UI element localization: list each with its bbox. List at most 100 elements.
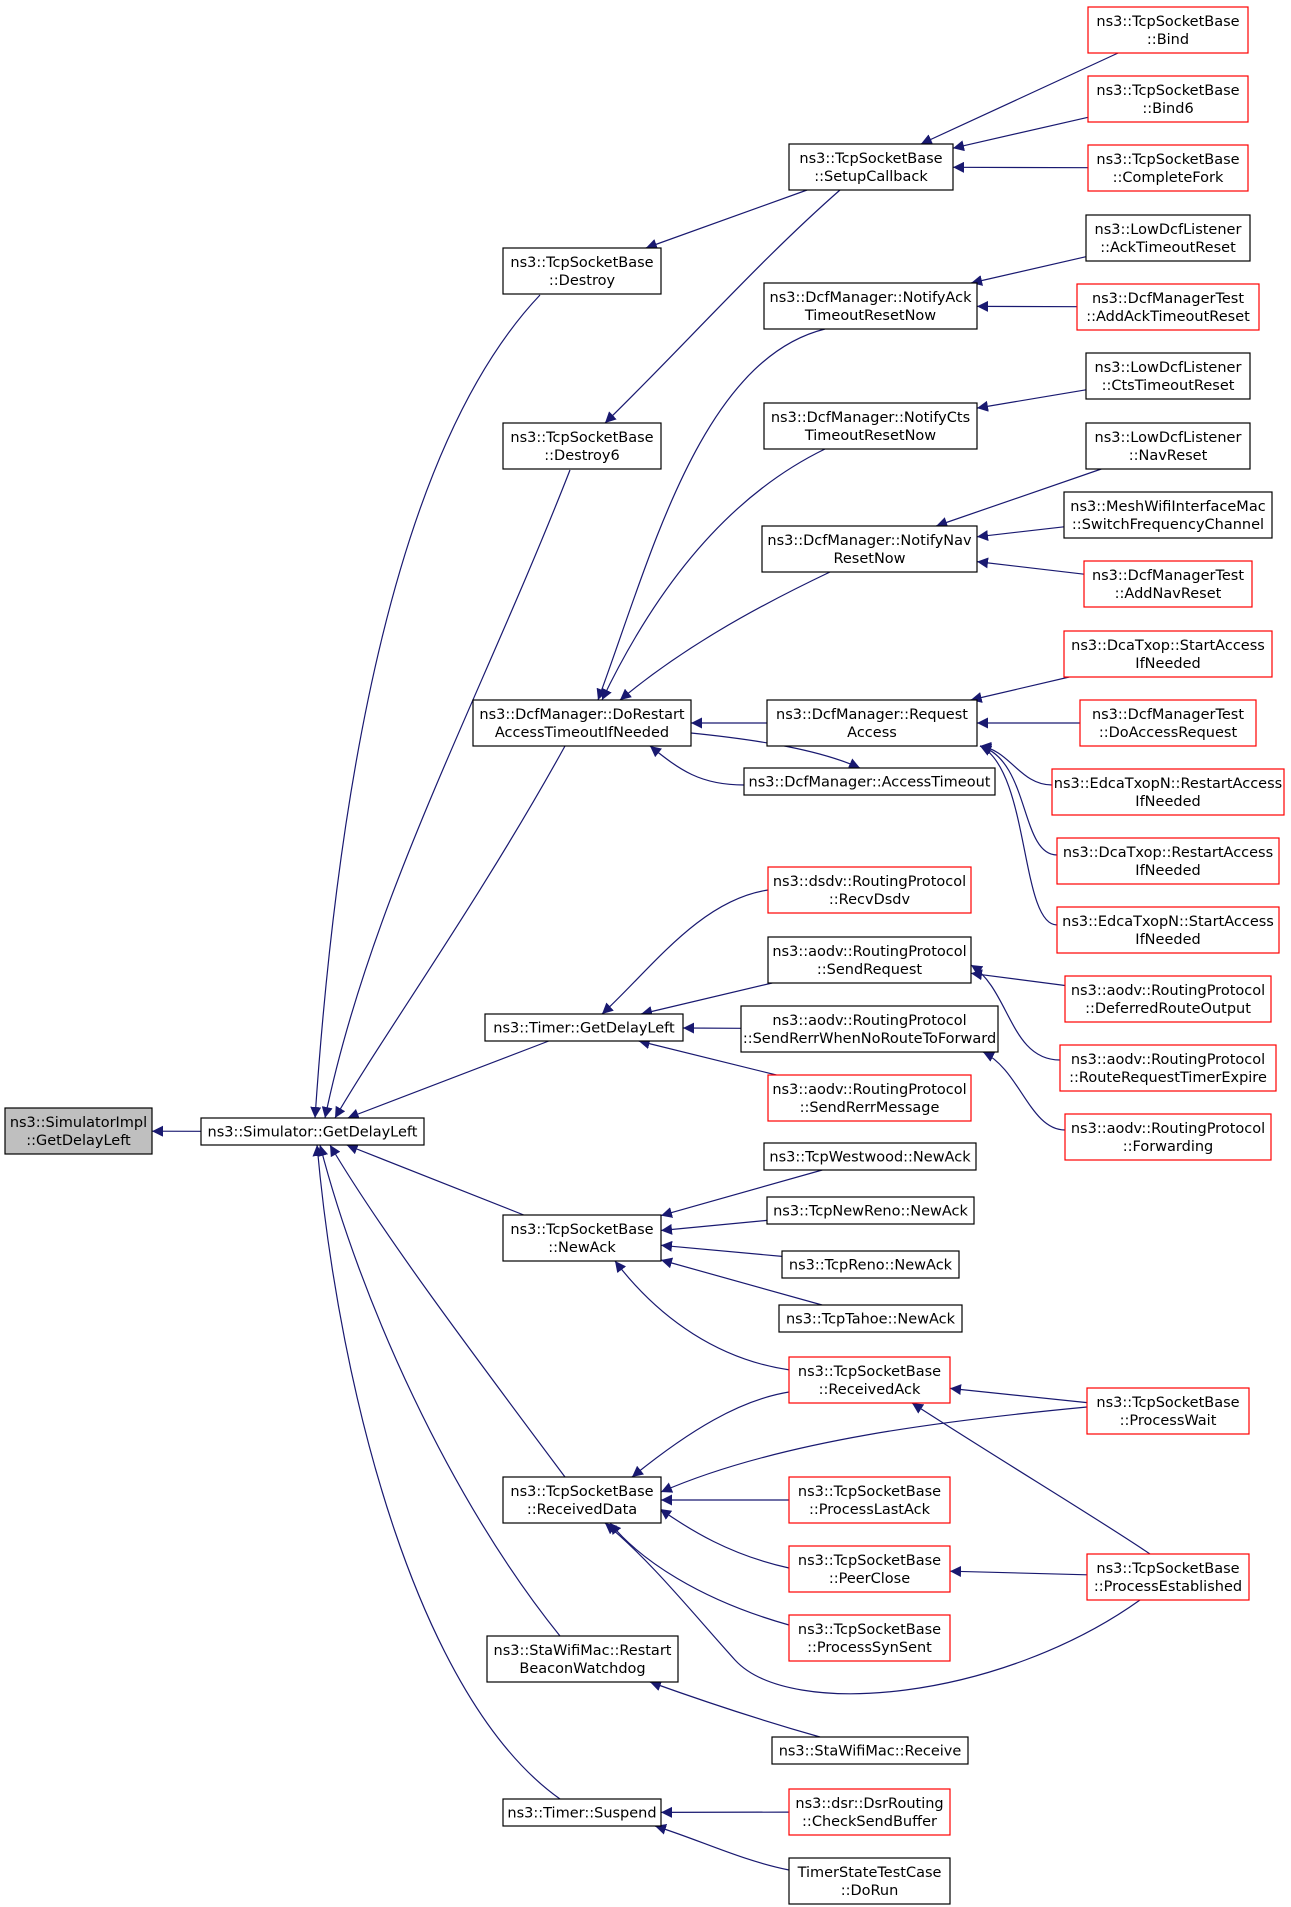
- node-label: ::ReceivedAck: [819, 1382, 921, 1398]
- node-box: [1086, 1553, 1250, 1601]
- node-label: IfNeeded: [1135, 656, 1200, 672]
- node-box: [1056, 906, 1280, 954]
- graph-node-ns3-dcfmanager-notifyack-timeoutresetnow[interactable]: ns3::DcfManager::NotifyAckTimeoutResetNo…: [763, 282, 978, 330]
- node-label: ns3::DcfManagerTest: [1092, 707, 1244, 723]
- call-edge-n49-to-n24: [911, 1402, 1151, 1555]
- node-box: [1085, 214, 1251, 262]
- call-edge-n11-to-n4: [596, 328, 826, 701]
- graph-node-ns3-tcpsocketbase-completefork[interactable]: ns3::TcpSocketBase::CompleteFork: [1087, 144, 1249, 192]
- graph-node-ns3-tcpsocketbase-bind6[interactable]: ns3::TcpSocketBase::Bind6: [1087, 75, 1249, 123]
- call-edge-n24-to-n6: [614, 1260, 791, 1371]
- graph-node-ns3-meshwifiinterfacemac-switchfrequencychannel[interactable]: ns3::MeshWifiInterfaceMac::SwitchFrequen…: [1063, 491, 1273, 539]
- graph-node-ns3-timer-suspend[interactable]: ns3::Timer::Suspend: [502, 1798, 662, 1827]
- graph-node-ns3-dcfmanager-dorestart-accesstimeoutifneeded[interactable]: ns3::DcfManager::DoRestartAccessTimeoutI…: [472, 699, 692, 747]
- node-box: [1064, 975, 1272, 1023]
- node-label: ns3::LowDcfListener: [1095, 222, 1242, 238]
- node-label: ::NewAck: [548, 1240, 616, 1256]
- graph-node-ns3-dcfmanagertest-doaccessrequest[interactable]: ns3::DcfManagerTest::DoAccessRequest: [1079, 699, 1257, 747]
- node-label: ns3::StaWifiMac::Restart: [494, 1643, 672, 1659]
- node-label: ns3::TcpSocketBase: [510, 430, 653, 446]
- graph-node-ns3-tcpsocketbase-setupcallback[interactable]: ns3::TcpSocketBase::SetupCallback: [788, 143, 954, 191]
- node-box: [1063, 630, 1273, 678]
- node-label: ns3::Timer::Suspend: [507, 1806, 656, 1822]
- graph-node-ns3-lowdcflistener-acktimeoutreset[interactable]: ns3::LowDcfListener::AckTimeoutReset: [1085, 214, 1251, 262]
- graph-node-ns3-lowdcflistener-navreset[interactable]: ns3::LowDcfListener::NavReset: [1085, 422, 1251, 470]
- node-label: ::ReceivedData: [527, 1502, 637, 1518]
- graph-node-ns3-dsr-dsrrouting-checksendbuffer[interactable]: ns3::dsr::DsrRouting::CheckSendBuffer: [788, 1788, 951, 1836]
- call-edge-n48-to-n7: [660, 1406, 1088, 1493]
- node-box: [1056, 837, 1280, 885]
- call-edge-n28-to-n8: [649, 1680, 821, 1738]
- graph-node-ns3-tcpsocketbase-processestablished[interactable]: ns3::TcpSocketBase::ProcessEstablished: [1086, 1553, 1250, 1601]
- graph-node-ns3-simulator-getdelayleft[interactable]: ns3::Simulator::GetDelayLeft: [200, 1117, 425, 1146]
- call-edge-n10-to-n3: [604, 189, 841, 424]
- graph-node-ns3-tcpnewreno-newack[interactable]: ns3::TcpNewReno::NewAck: [766, 1196, 975, 1225]
- graph-node-ns3-tcpsocketbase-peerclose[interactable]: ns3::TcpSocketBase::PeerClose: [788, 1545, 951, 1593]
- node-box: [1085, 422, 1251, 470]
- graph-node-ns3-stawifimac-receive[interactable]: ns3::StaWifiMac::Receive: [771, 1736, 969, 1765]
- graph-node-ns3-aodv-routingprotocol-sendrequest[interactable]: ns3::aodv::RoutingProtocol::SendRequest: [767, 936, 972, 984]
- node-box: [486, 1635, 679, 1683]
- graph-node-ns3-lowdcflistener-ctstimeoutreset[interactable]: ns3::LowDcfListener::CtsTimeoutReset: [1085, 352, 1251, 400]
- node-label: ns3::DcfManager::AccessTimeout: [749, 775, 991, 791]
- graph-node-ns3-dcfmanager-notifycts-timeoutresetnow[interactable]: ns3::DcfManager::NotifyCtsTimeoutResetNo…: [763, 402, 978, 450]
- graph-node-ns3-tcpwestwood-newack[interactable]: ns3::TcpWestwood::NewAck: [763, 1142, 977, 1171]
- node-label: ::CheckSendBuffer: [802, 1814, 937, 1830]
- node-box: [484, 1013, 684, 1042]
- edges: [151, 52, 1151, 1871]
- node-label: ns3::aodv::RoutingProtocol: [1071, 983, 1265, 999]
- node-box: [4, 1107, 153, 1155]
- node-box: [502, 1214, 662, 1262]
- graph-node-ns3-dcfmanagertest-addacktimeoutreset[interactable]: ns3::DcfManagerTest::AddAckTimeoutReset: [1076, 283, 1260, 331]
- node-label: IfNeeded: [1135, 863, 1200, 879]
- node-box: [502, 247, 662, 295]
- graph-node-ns3-tcpsocketbase-bind[interactable]: ns3::TcpSocketBase::Bind: [1087, 6, 1249, 54]
- graph-node-ns3-dcfmanagertest-addnavreset[interactable]: ns3::DcfManagerTest::AddNavReset: [1083, 560, 1253, 608]
- node-label: ::ProcessEstablished: [1094, 1579, 1242, 1595]
- graph-node-ns3-aodv-routingprotocol-sendrerrmessage[interactable]: ns3::aodv::RoutingProtocol::SendRerrMess…: [767, 1074, 972, 1122]
- node-label: ns3::StaWifiMac::Receive: [779, 1744, 962, 1760]
- node-label: ns3::TcpSocketBase: [510, 255, 653, 271]
- node-label: TimerStateTestCase: [797, 1865, 942, 1881]
- graph-node-ns3-tcpsocketbase-processsynsent[interactable]: ns3::TcpSocketBase::ProcessSynSent: [788, 1614, 951, 1662]
- graph-node-timerstatetestcase-dorun[interactable]: TimerStateTestCase::DoRun: [788, 1857, 951, 1905]
- node-label: ::DeferredRouteOutput: [1085, 1001, 1251, 1017]
- node-label: ns3::TcpSocketBase: [798, 1622, 941, 1638]
- graph-node-ns3-timer-getdelayleft[interactable]: ns3::Timer::GetDelayLeft: [484, 1013, 684, 1042]
- graph-node-ns3-tcpsocketbase-destroy[interactable]: ns3::TcpSocketBase::Destroy: [502, 247, 662, 295]
- graph-node-ns3-tcpreno-newack[interactable]: ns3::TcpReno::NewAck: [781, 1250, 960, 1279]
- node-label: ::Destroy6: [544, 448, 619, 464]
- node-label: ns3::Simulator::GetDelayLeft: [208, 1125, 418, 1141]
- graph-node-ns3-dcfmanager-accesstimeout[interactable]: ns3::DcfManager::AccessTimeout: [743, 767, 996, 796]
- call-edge-n31-to-n10: [920, 52, 1119, 145]
- graph-node-ns3-tcpsocketbase-destroy6[interactable]: ns3::TcpSocketBase::Destroy6: [502, 422, 662, 470]
- node-label: ResetNow: [833, 551, 905, 567]
- graph-node-ns3-tcptahoe-newack[interactable]: ns3::TcpTahoe::NewAck: [778, 1304, 963, 1333]
- call-edge-n27-to-n7: [609, 1522, 790, 1626]
- node-box: [1087, 75, 1249, 123]
- graph-node-ns3-aodv-routingprotocol-deferredrouteoutput[interactable]: ns3::aodv::RoutingProtocol::DeferredRout…: [1064, 975, 1272, 1023]
- graph-node-ns3-aodv-routingprotocol-forwarding[interactable]: ns3::aodv::RoutingProtocol::Forwarding: [1064, 1113, 1272, 1161]
- graph-node-ns3-tcpsocketbase-receivedack[interactable]: ns3::TcpSocketBase::ReceivedAck: [788, 1356, 951, 1404]
- graph-node-ns3-dsdv-routingprotocol-recvdsdv[interactable]: ns3::dsdv::RoutingProtocol::RecvDsdv: [767, 866, 972, 914]
- call-edge-n30-to-n9: [654, 1824, 790, 1871]
- graph-node-ns3-tcpsocketbase-newack[interactable]: ns3::TcpSocketBase::NewAck: [502, 1214, 662, 1262]
- graph-node-ns3-aodv-routingprotocol-routerequesttimerexpire[interactable]: ns3::aodv::RoutingProtocol::RouteRequest…: [1059, 1044, 1277, 1092]
- graph-node-ns3-aodv-routingprotocol-sendrerrwhennoroutetoforward[interactable]: ns3::aodv::RoutingProtocol::SendRerrWhen…: [740, 1005, 999, 1053]
- node-box: [788, 143, 954, 191]
- graph-node-ns3-simulatorimpl-getdelayleft[interactable]: ns3::SimulatorImpl::GetDelayLeft: [4, 1107, 153, 1155]
- call-edge-n39-to-n13: [976, 557, 1085, 575]
- graph-node-ns3-tcpsocketbase-receiveddata[interactable]: ns3::TcpSocketBase::ReceivedData: [502, 1476, 662, 1524]
- node-box: [1087, 144, 1249, 192]
- graph-node-ns3-tcpsocketbase-processlastack[interactable]: ns3::TcpSocketBase::ProcessLastAck: [788, 1476, 951, 1524]
- graph-node-ns3-tcpsocketbase-processwait[interactable]: ns3::TcpSocketBase::ProcessWait: [1086, 1387, 1250, 1435]
- node-box: [1086, 1387, 1250, 1435]
- call-edge-n23-to-n6: [660, 1257, 823, 1306]
